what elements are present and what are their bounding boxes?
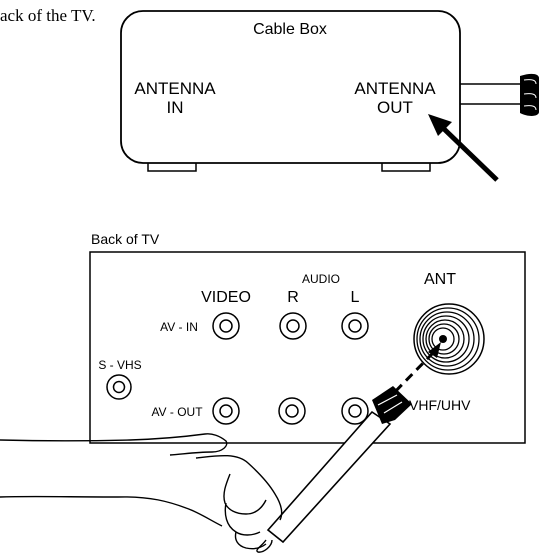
antenna-in-label-line1: ANTENNA	[134, 79, 216, 98]
cable-connector-plug	[520, 73, 539, 116]
coax-cable	[266, 386, 412, 544]
antenna-out-label-line2: OUT	[377, 98, 413, 117]
av-in-label: AV - IN	[160, 320, 198, 334]
coax-plug	[372, 386, 412, 424]
antenna-out-arrow	[428, 114, 499, 182]
hand-illustration	[0, 433, 283, 553]
audio-right-label: R	[287, 289, 299, 306]
ant-label: ANT	[424, 271, 456, 288]
cable-box-body	[120, 10, 461, 164]
av-out-label: AV - OUT	[151, 405, 203, 419]
video-in-jack	[212, 312, 240, 340]
antenna-out-label-line1: ANTENNA	[354, 79, 436, 98]
audio-l-out-jack	[341, 397, 369, 425]
ant-connector	[413, 303, 485, 375]
cable-box-output-cable	[460, 73, 539, 116]
audio-r-out-jack	[278, 397, 306, 425]
audio-l-in-jack	[341, 312, 369, 340]
audio-r-in-jack	[279, 312, 307, 340]
ant-insert-arrow	[383, 342, 441, 404]
svhs-label: S - VHS	[98, 358, 141, 372]
instruction-caption: ack of the TV.	[0, 6, 96, 25]
video-label: VIDEO	[201, 289, 251, 306]
cable-box: Cable Box ANTENNA IN ANTENNA OUT	[120, 10, 461, 172]
svhs-jack	[106, 374, 132, 400]
video-out-jack	[212, 397, 240, 425]
tv-panel-title: Back of TV	[91, 231, 160, 247]
vhf-uhv-label: VHF/UHV	[409, 397, 471, 413]
audio-left-label: L	[351, 289, 360, 306]
cable-box-title: Cable Box	[253, 21, 327, 38]
tv-back-panel: AUDIO VIDEO R L ANT AV - IN S - VHS AV -…	[89, 251, 526, 444]
antenna-in-label-line2: IN	[167, 98, 184, 117]
audio-label: AUDIO	[302, 272, 340, 286]
